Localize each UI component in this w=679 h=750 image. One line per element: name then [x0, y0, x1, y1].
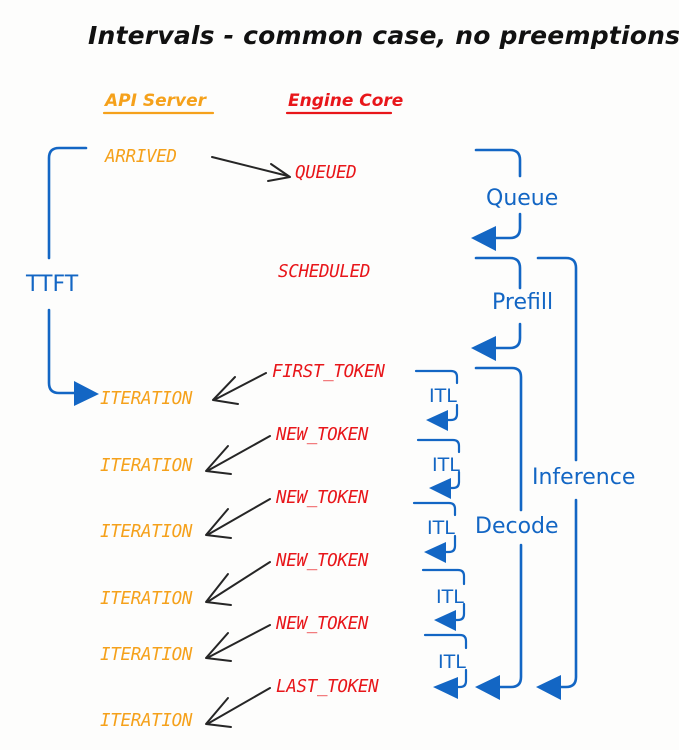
event-iteration-2: ITERATION [100, 456, 193, 476]
event-new-token-2: NEW_TOKEN [275, 488, 369, 508]
interval-label-ttft: TTFT [25, 272, 79, 297]
interval-label-queue: Queue [486, 186, 558, 211]
transition-arrow-first-token-to-iteration-1 [212, 372, 267, 405]
transition-arrow-new-token-4-to-iteration-5 [205, 624, 271, 662]
event-arrived: ARRIVED [104, 147, 177, 167]
interval-label-itl-3: ITL [427, 517, 455, 539]
interval-bracket-ttft: TTFT [25, 146, 99, 406]
event-iteration-5: ITERATION [100, 645, 193, 665]
event-queued: QUEUED [295, 163, 356, 183]
event-iteration-4: ITERATION [100, 589, 193, 609]
interval-bracket-itl-5: ITL [423, 633, 468, 699]
transition-arrow-new-token-3-to-iteration-4 [205, 561, 271, 606]
interval-bracket-itl-3: ITL [412, 501, 457, 563]
transition-arrow-new-token-1-to-iteration-2 [205, 435, 271, 475]
transition-arrow-last-token-to-iteration-6 [205, 687, 271, 728]
interval-label-prefill: Prefill [492, 290, 553, 315]
event-iteration-6: ITERATION [100, 711, 193, 731]
interval-label-itl-1: ITL [429, 385, 457, 407]
interval-bracket-decode: Decode [474, 366, 559, 700]
event-iteration-3: ITERATION [100, 522, 193, 542]
transition-arrow-new-token-2-to-iteration-3 [205, 498, 271, 539]
event-first-token: FIRST_TOKEN [272, 362, 385, 382]
interval-bracket-itl-2: ITL [416, 438, 460, 499]
interval-bracket-itl-4: ITL [421, 568, 466, 631]
event-scheduled: SCHEDULED [278, 262, 370, 282]
interval-bracket-queue: Queue [471, 148, 558, 251]
column-header-engine-core-label: Engine Core [288, 91, 403, 111]
transition-arrow-arrived-to-queued [211, 156, 291, 182]
interval-bracket-prefill: Prefill [471, 256, 553, 361]
page-title: Intervals - common case, no preemptions [88, 21, 679, 50]
event-iteration-1: ITERATION [100, 389, 193, 409]
interval-label-inference: Inference [532, 465, 635, 490]
event-new-token-4: NEW_TOKEN [275, 614, 369, 634]
interval-label-itl-2: ITL [432, 454, 460, 476]
interval-label-itl-5: ITL [438, 651, 466, 673]
column-header-engine-core: Engine Core [285, 91, 403, 115]
interval-bracket-inference: Inference [532, 256, 635, 700]
column-header-api-server-label: API Server [103, 91, 208, 111]
event-new-token-1: NEW_TOKEN [275, 425, 369, 445]
interval-bracket-itl-1: ITL [414, 369, 459, 431]
interval-label-itl-4: ITL [436, 586, 464, 608]
event-last-token: LAST_TOKEN [276, 677, 379, 697]
event-new-token-3: NEW_TOKEN [275, 551, 369, 571]
column-header-api-server: API Server [102, 91, 215, 115]
interval-label-decode: Decode [475, 514, 559, 539]
